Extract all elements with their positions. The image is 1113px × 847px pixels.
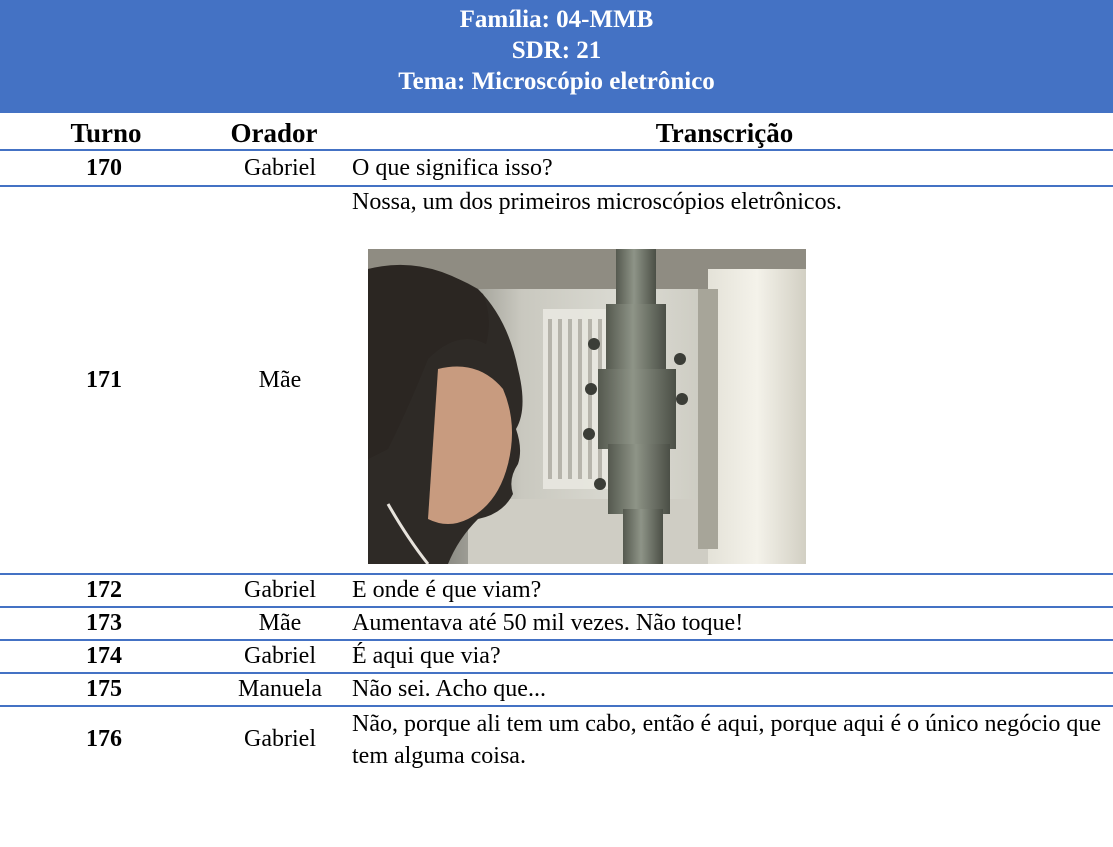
turn-number: 171	[86, 366, 122, 393]
table-row: 176 Gabriel Não, porque ali tem um cabo,…	[0, 707, 1113, 772]
sdr-label: SDR: 21	[511, 37, 602, 64]
speaker: Mãe	[258, 366, 302, 393]
transcription: Aumentava até 50 mil vezes. Não toque!	[352, 610, 744, 636]
speaker: Mãe	[258, 610, 302, 636]
transcription: Não sei. Acho que...	[352, 676, 546, 702]
turn-number: 172	[86, 577, 122, 603]
transcription-cell: Nossa, um dos primeiros microscópios ele…	[352, 187, 1113, 573]
family-label: Família: 04-MMB	[459, 6, 654, 33]
turn-number: 173	[86, 610, 122, 636]
speaker: Manuela	[238, 676, 322, 702]
table-row: 173 Mãe Aumentava até 50 mil vezes. Não …	[0, 608, 1113, 641]
column-headers: Turno Orador Transcrição	[0, 113, 1113, 151]
column-header-orador: Orador	[230, 118, 318, 148]
transcription: Não, porque ali tem um cabo, então é aqu…	[352, 710, 1102, 769]
turn-number: 174	[86, 643, 122, 669]
transcription: É aqui que via?	[352, 643, 501, 669]
speaker: Gabriel	[244, 577, 316, 603]
transcription: Nossa, um dos primeiros microscópios ele…	[352, 189, 842, 215]
speaker: Gabriel	[244, 154, 316, 181]
speaker: Gabriel	[244, 643, 316, 669]
table-row: 172 Gabriel E onde é que viam?	[0, 575, 1113, 608]
theme-label: Tema: Microscópio eletrônico	[398, 68, 715, 95]
table-row: 174 Gabriel É aqui que via?	[0, 641, 1113, 674]
column-header-transcricao: Transcrição	[655, 118, 794, 148]
table-row: 175 Manuela Não sei. Acho que...	[0, 674, 1113, 707]
table-header: Família: 04-MMB SDR: 21 Tema: Microscópi…	[0, 0, 1113, 113]
turn-number: 175	[86, 676, 122, 702]
transcript-table: Família: 04-MMB SDR: 21 Tema: Microscópi…	[0, 0, 1113, 772]
microscope-photo	[368, 249, 806, 564]
transcription: O que significa isso?	[352, 154, 553, 181]
speaker: Gabriel	[244, 726, 316, 752]
turn-number: 170	[86, 154, 122, 181]
column-header-turno: Turno	[70, 118, 142, 148]
turn-number: 176	[86, 726, 122, 752]
transcription: E onde é que viam?	[352, 577, 542, 603]
table-row: 171 Mãe Nossa, um dos primeiros microscó…	[0, 187, 1113, 575]
table-row: 170 Gabriel O que significa isso?	[0, 151, 1113, 187]
